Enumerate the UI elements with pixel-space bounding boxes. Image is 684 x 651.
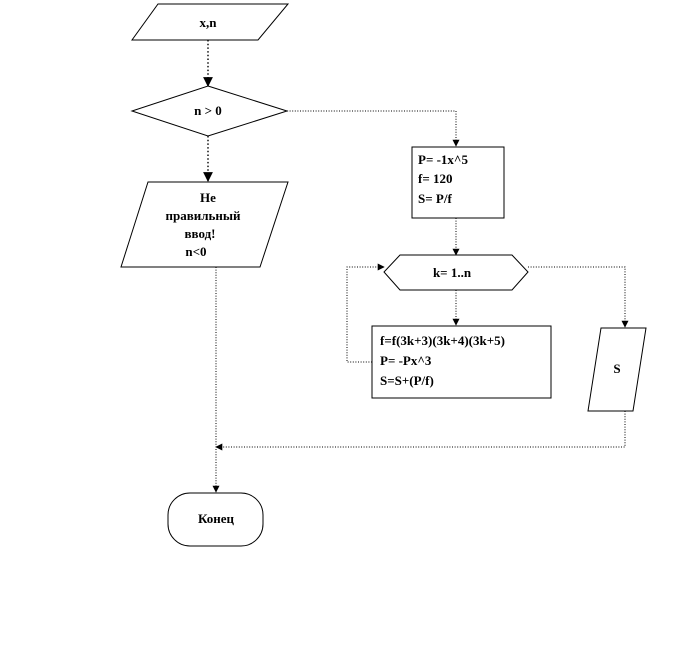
output-block-label: S bbox=[613, 361, 620, 376]
loop-block: k= 1..n bbox=[383, 254, 529, 291]
end-block-label: Конец bbox=[198, 511, 235, 526]
condition-block: n > 0 bbox=[130, 85, 289, 137]
body-line-2: P= -Px^3 bbox=[380, 353, 432, 368]
condition-block-label: n > 0 bbox=[194, 103, 222, 118]
connector-output-to-end bbox=[215, 411, 626, 451]
body-line-3: S=S+(P/f) bbox=[380, 373, 434, 388]
output-block: S bbox=[587, 327, 647, 412]
error-line-4: n<0 bbox=[185, 244, 206, 259]
loop-block-label: k= 1..n bbox=[433, 265, 472, 280]
error-line-2: правильный bbox=[165, 208, 241, 223]
error-line-1: Не bbox=[200, 190, 216, 205]
error-block: Не правильный ввод! n<0 bbox=[120, 181, 289, 268]
init-line-3: S= P/f bbox=[418, 191, 452, 206]
input-block: x,n bbox=[131, 3, 290, 41]
input-block-label: x,n bbox=[200, 15, 218, 30]
error-line-3: ввод! bbox=[185, 226, 216, 241]
connector-body-back-to-loop bbox=[346, 263, 385, 363]
connector-loop-to-output bbox=[528, 266, 629, 328]
end-block: Конец bbox=[167, 492, 264, 547]
body-line-1: f=f(3k+3)(3k+4)(3k+5) bbox=[380, 333, 505, 348]
connector-condition-to-init bbox=[287, 110, 460, 147]
init-block: P= -1x^5 f= 120 S= P/f bbox=[411, 146, 505, 219]
body-block: f=f(3k+3)(3k+4)(3k+5) P= -Px^3 S=S+(P/f) bbox=[371, 325, 552, 399]
init-line-2: f= 120 bbox=[418, 171, 453, 186]
init-line-1: P= -1x^5 bbox=[418, 152, 468, 167]
